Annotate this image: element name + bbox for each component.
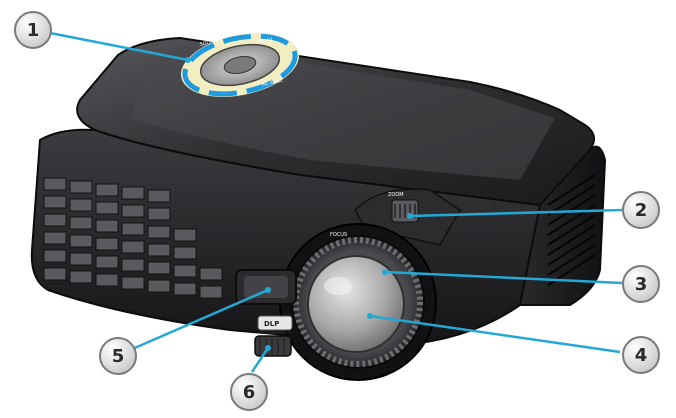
callout-4: 4 <box>622 336 660 374</box>
panel-label-source: SOURCE <box>199 38 220 48</box>
callout-5: 5 <box>99 337 137 375</box>
callout-3-number: 3 <box>635 274 648 295</box>
focus-ring-label: FOCUS <box>330 232 347 238</box>
leader-line-1 <box>49 31 189 62</box>
callout-2-number: 2 <box>635 200 648 221</box>
callout-6: 6 <box>230 373 268 411</box>
side-vents <box>547 174 596 286</box>
dlp-logo-subtext: TEXAS INSTRUMENTS <box>258 331 291 335</box>
callout-1-number: 1 <box>27 20 40 41</box>
enter-button-icon <box>223 55 257 75</box>
dlp-logo: DLP TEXAS INSTRUMENTS <box>257 315 293 335</box>
callout-4-number: 4 <box>635 345 648 366</box>
leader-line-5 <box>129 288 269 352</box>
leader-line-3 <box>384 270 623 285</box>
lens-assembly: FOCUS <box>279 223 437 381</box>
callout-5-number: 5 <box>112 346 125 367</box>
callout-6-number: 6 <box>243 382 256 403</box>
leader-line-2 <box>409 208 623 218</box>
leader-lines <box>49 31 623 373</box>
front-vent-grille <box>43 177 223 299</box>
lens-glass <box>307 255 405 353</box>
leader-line-6 <box>250 347 270 373</box>
panel-label-menu: MENU <box>257 37 273 46</box>
elevator-foot <box>254 335 292 357</box>
panel-label-resync: RE-SYNC <box>261 77 284 88</box>
leader-line-4 <box>369 314 621 354</box>
dlp-logo-text: DLP <box>264 320 279 328</box>
callout-3: 3 <box>622 265 660 303</box>
callout-2: 2 <box>622 191 660 229</box>
zoom-ring-label: ZOOM <box>388 192 404 198</box>
control-panel: SOURCE MENU RE-SYNC <box>180 33 300 97</box>
callout-1: 1 <box>14 11 52 49</box>
ir-receiver <box>235 269 297 305</box>
